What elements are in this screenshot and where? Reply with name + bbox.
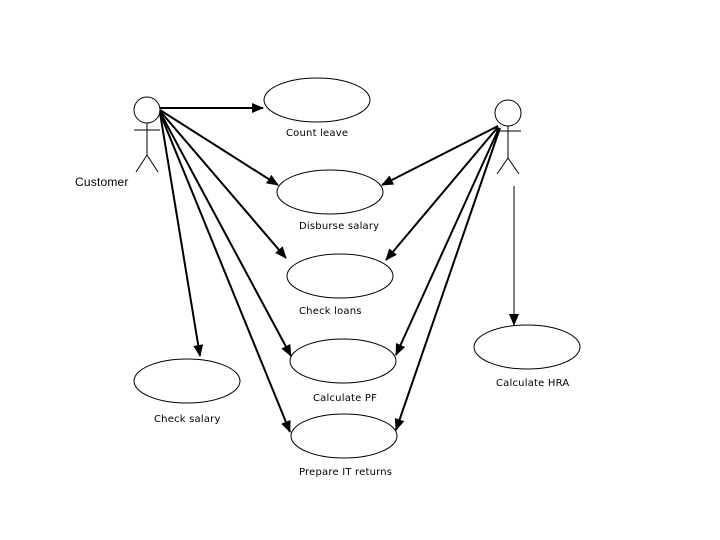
- label-check-salary: Check salary: [154, 414, 221, 425]
- association-arrow: [381, 125, 499, 186]
- use-case-check-loans: [286, 253, 394, 299]
- association-arrow: [159, 111, 292, 357]
- association-arrow: [395, 127, 500, 356]
- association-arrow: [159, 112, 204, 357]
- admin-actor: [494, 99, 522, 175]
- use-case-calculate-pf: [289, 338, 397, 384]
- label-calculate-pf: Calculate PF: [313, 393, 378, 404]
- association-arrow: [159, 112, 291, 433]
- actor-label-customer: Customer: [75, 175, 129, 189]
- use-case-check-salary: [133, 358, 241, 404]
- label-calculate-hra: Calculate HRA: [496, 378, 570, 389]
- label-count-leave: Count leave: [286, 128, 349, 139]
- association-arrow: [159, 110, 287, 259]
- use-case-count-leave: [263, 77, 371, 123]
- use-case-disburse-salary: [276, 169, 384, 215]
- association-arrow: [385, 126, 499, 261]
- association-arrow: [159, 109, 279, 186]
- association-arrow: [394, 127, 501, 431]
- use-case-calculate-hra: [473, 324, 581, 370]
- label-disburse-salary: Disburse salary: [299, 221, 380, 232]
- customer-actor: [133, 96, 161, 173]
- label-check-loans: Check loans: [299, 306, 362, 317]
- use-case-prepare-it-returns: [290, 413, 398, 459]
- label-prepare-it-returns: Prepare IT returns: [299, 467, 393, 478]
